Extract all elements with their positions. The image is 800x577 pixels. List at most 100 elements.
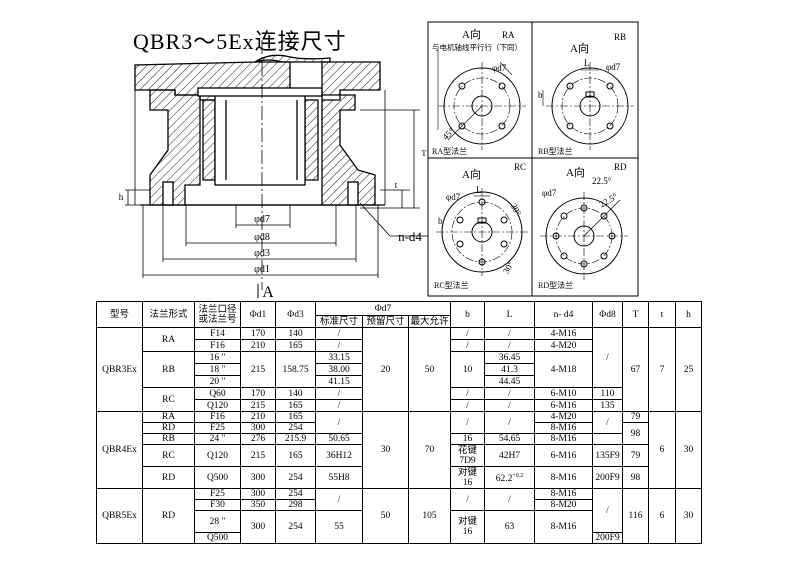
cell: 20 " — [194, 375, 241, 388]
RC-arrow: A向 — [462, 167, 481, 181]
inner-sleeve-right — [304, 99, 319, 181]
cell: 63 — [484, 510, 535, 544]
RC-caption: RC型法兰 — [434, 280, 469, 290]
cell: 140 — [275, 327, 316, 340]
RA-note: 与电机轴线平行行（下同） — [432, 42, 522, 52]
cell: 8-M16 — [534, 466, 593, 489]
cell: 对键 16 — [450, 510, 485, 544]
RA-angle: 45° — [440, 126, 456, 142]
cell: F14 — [194, 327, 241, 340]
flange-RD: A向 RD φd7 22.5° 22.5° RD型法兰 — [538, 162, 628, 290]
cell: 30 — [362, 411, 409, 489]
q3-RC: RC — [142, 387, 195, 412]
cell: / — [450, 339, 485, 352]
hdr-d7: Φd7 — [315, 301, 451, 316]
cell: 55H8 — [315, 466, 363, 489]
cell: 36.45 — [484, 351, 535, 364]
RD-d7: φd7 — [542, 188, 557, 198]
q4-RC: RC — [142, 444, 195, 467]
dimensions — [125, 109, 428, 278]
cell: 42H7 — [484, 444, 535, 467]
cell: 254 — [275, 488, 316, 500]
cell: / — [315, 387, 363, 400]
cell: 254 — [275, 466, 316, 489]
dimension-table: 型号 法兰形式 法兰口径 或法兰号 Φd1 Φd3 Φd7 b L n- d4 … — [96, 301, 702, 544]
cell: 50 — [408, 327, 451, 412]
q3-RA: RA — [142, 327, 195, 352]
cell: 10 — [450, 351, 485, 388]
cell: 16 " — [194, 351, 241, 364]
cell: 33.15 — [315, 351, 363, 364]
cell: 300 — [240, 422, 276, 434]
RC-b: b — [438, 216, 443, 226]
hdr-T: T — [622, 301, 649, 328]
tolerance-sup: +0.2 — [512, 472, 524, 479]
cell: 140 — [275, 387, 316, 400]
bore — [214, 94, 306, 186]
cell: 44.45 — [484, 375, 535, 388]
cell: 20 — [362, 327, 409, 412]
cell: 54.65 — [484, 433, 535, 445]
cell: 165 — [275, 399, 316, 412]
dimension-labels: φd7 φd8 φd3 φd1 T t h n-d4 A — [119, 149, 427, 300]
hdr-d3: Φd3 — [275, 301, 316, 328]
RD-arrow: A向 — [566, 165, 585, 179]
cell: 350 — [240, 499, 276, 511]
cell: 8-M20 — [534, 499, 593, 511]
right-upper-body — [321, 61, 381, 100]
page-title: QBR3～5Ex连接尺寸 — [133, 29, 347, 54]
cell: 98 — [622, 466, 649, 489]
dim-t: t — [395, 180, 398, 190]
cell: 花键 7D9 — [450, 444, 485, 467]
cell: / — [484, 339, 535, 352]
cell: 254 — [275, 422, 316, 434]
cell: 215.9 — [275, 433, 316, 445]
RC-tag: RC — [514, 162, 526, 172]
cell: / — [315, 327, 363, 340]
cell: 165 — [275, 444, 316, 467]
cell: 215 — [240, 399, 276, 412]
hdr-d7-pre: 预留尺寸 — [362, 315, 409, 328]
cell: 50.65 — [315, 433, 363, 445]
inner-sleeve-left — [202, 99, 216, 181]
RB-d7: φd7 — [606, 62, 621, 72]
cell: 276 — [240, 433, 276, 445]
cell: 79 — [622, 411, 649, 423]
dim-d8: φd8 — [254, 232, 270, 243]
cell: Q500 — [194, 466, 241, 489]
RA-caption: RA型法兰 — [432, 146, 467, 156]
cell: / — [315, 339, 363, 352]
cell: / — [592, 488, 623, 533]
hdr-model: 型号 — [96, 301, 143, 328]
cell: Q120 — [194, 444, 241, 467]
cell: 165 — [275, 339, 316, 352]
cell: / — [450, 411, 485, 434]
cell: 25 — [675, 327, 702, 412]
cell: 8-M16 — [534, 488, 593, 500]
cell: 24 " — [194, 433, 241, 445]
dim-nd4: n-d4 — [398, 229, 422, 244]
q4-RA: RA — [142, 411, 195, 423]
q3-model: QBR3Ex — [96, 327, 143, 412]
cell: Q500 — [194, 532, 241, 544]
flange-RA: A向 RA 与电机轴线平行行（下同） φd7 45° RA型法兰 — [432, 27, 526, 156]
cell: 28 " — [194, 510, 241, 533]
bolt-right — [347, 181, 359, 206]
cell — [592, 433, 623, 445]
dim-T: T — [422, 149, 427, 158]
cell: 215 — [240, 444, 276, 467]
cell: 6-M16 — [534, 399, 593, 412]
cell: 4-M20 — [534, 339, 593, 352]
q4-RD1: RD — [142, 422, 195, 434]
cell: / — [484, 387, 535, 400]
q4-model: QBR4Ex — [96, 411, 143, 489]
cell: / — [450, 387, 485, 400]
RC-a2: 30° — [501, 259, 516, 275]
left-housing — [149, 89, 201, 206]
RB-tag: RB — [614, 32, 626, 42]
hdr-h: h — [675, 301, 702, 328]
flange-RB: A向 RB L φd7 b RB型法兰 — [538, 32, 634, 156]
cell: F16 — [194, 339, 241, 352]
cell: / — [315, 488, 363, 511]
cell: 30 — [675, 411, 702, 489]
